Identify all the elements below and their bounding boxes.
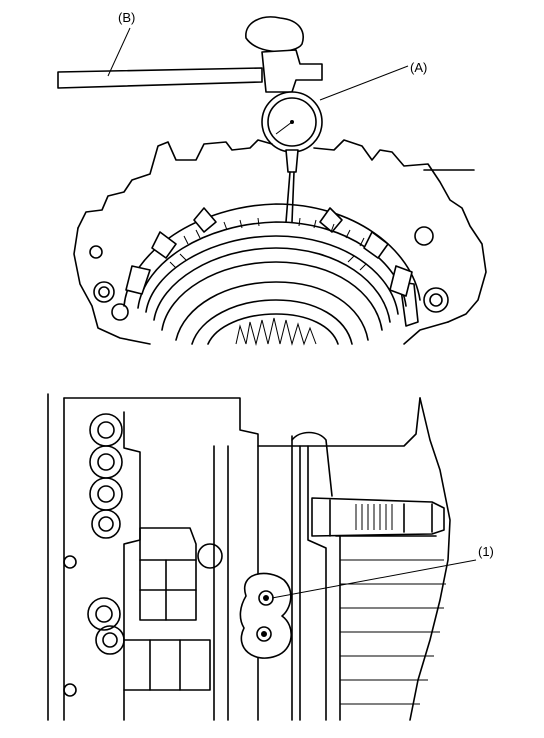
callout-port-label: (1) [478,544,494,559]
gauge-leader [319,65,409,101]
support-rod [57,67,263,89]
dial-indicator [245,16,323,223]
rod-leader [107,27,131,77]
double-port [239,572,292,659]
port-leader [271,559,477,599]
valve-body-view [47,393,451,721]
clutch-assembly [123,203,421,346]
callout-gauge-label: (A) [410,60,427,75]
spool-valve [311,497,445,537]
callout-rod-label: (B) [118,10,135,25]
left-port-stack [63,413,125,697]
dial-indicator-setup [57,16,487,346]
